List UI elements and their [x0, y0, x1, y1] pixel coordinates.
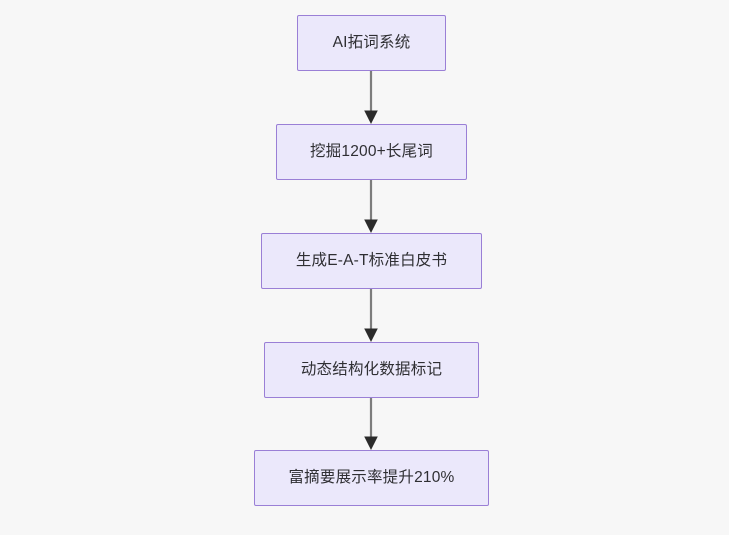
arrowhead-n3-n4	[364, 328, 378, 342]
edge-group-n4-n5	[364, 398, 378, 450]
arrowhead-n4-n5	[364, 436, 378, 450]
arrowhead-n1-n2	[364, 110, 378, 124]
flow-node-dynamic-structured-data-markup[interactable]: 动态结构化数据标记	[264, 342, 479, 398]
edge-group-n3-n4	[364, 289, 378, 342]
arrowhead-n2-n3	[364, 219, 378, 233]
edge-group-n2-n3	[364, 180, 378, 233]
flow-node-rich-snippet-impression-uplift[interactable]: 富摘要展示率提升210%	[254, 450, 489, 506]
edge-group-n1-n2	[364, 71, 378, 124]
flow-node-mine-longtail-keywords[interactable]: 挖掘1200+长尾词	[276, 124, 467, 180]
flow-node-generate-eat-whitepaper[interactable]: 生成E-A-T标准白皮书	[261, 233, 482, 289]
flow-node-ai-keyword-system[interactable]: AI拓词系统	[297, 15, 446, 71]
